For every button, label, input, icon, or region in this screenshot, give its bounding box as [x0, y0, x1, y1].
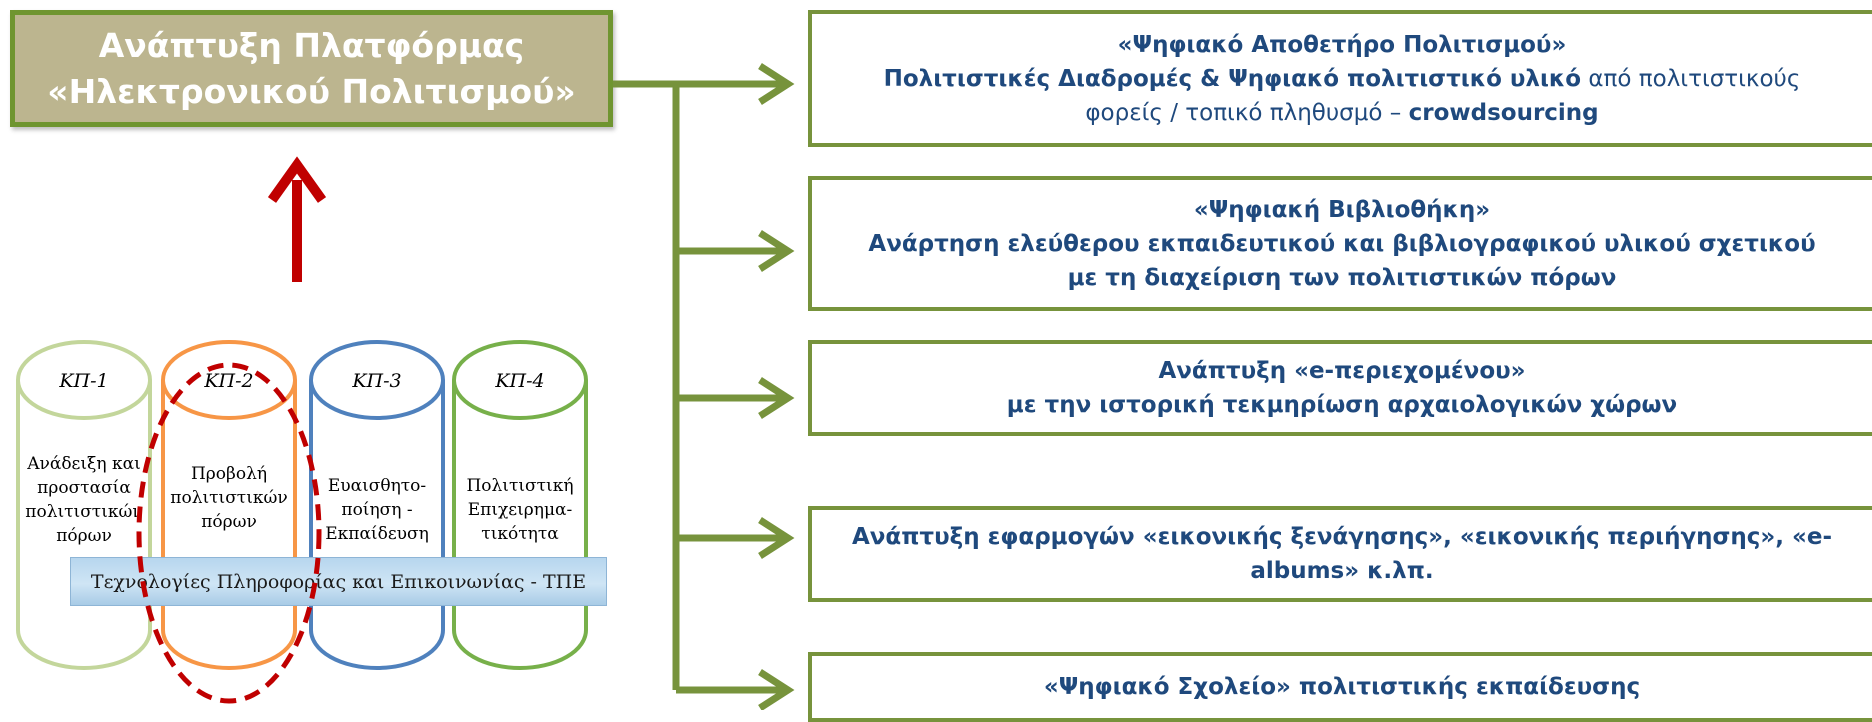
output-box-digital-library: «Ψηφιακή Βιβλιοθήκη» Ανάρτηση ελεύθερου …	[808, 176, 1872, 311]
cylinder-kp4-text-line: Επιχειρημα-	[467, 500, 573, 520]
box2-line3: με τη διαχείριση των πολιτιστικών πόρων	[1067, 264, 1617, 291]
highlight-ellipse	[136, 362, 322, 704]
cylinder-kp3-text-line: Εκπαίδευση	[325, 524, 429, 544]
box1-bold-end: crowdsourcing	[1408, 99, 1599, 126]
cylinder-kp2-text: Προβολή πολιτιστικών πόρων	[163, 462, 295, 534]
cylinder-kp3-label: ΚΠ-3	[351, 370, 401, 392]
box1-title: «Ψηφιακό Αποθετήρο Πολιτισμού»	[1117, 31, 1567, 58]
box5-title: «Ψηφιακό Σχολείο» πολιτιστικής εκπαίδευσ…	[1043, 674, 1641, 700]
box1-bold-part: Πολιτιστικές Διαδρομές & Ψηφιακό πολιτισ…	[883, 65, 1582, 92]
green-arrowheads	[758, 63, 795, 710]
cylinder-kp1-text-line: προστασία	[37, 478, 131, 498]
ict-band: Τεχνολογίες Πληροφορίας και Επικοινωνίας…	[70, 557, 607, 606]
output-box-e-content: Ανάπτυξη «e-περιεχομένου» με την ιστορικ…	[808, 340, 1872, 436]
output-box-virtual-tours: Ανάπτυξη εφαρμογών «εικονικής ξενάγησης»…	[808, 506, 1872, 602]
cylinder-kp1-text-line: πόρων	[56, 526, 112, 546]
box2-title: «Ψηφιακή Βιβλιοθήκη»	[1193, 196, 1491, 223]
cylinder-kp1-text: Ανάδειξη και προστασία πολιτιστικών πόρω…	[18, 452, 150, 548]
box3-title: Ανάπτυξη «e-περιεχομένου»	[1158, 358, 1526, 384]
output-box-digital-school: «Ψηφιακό Σχολείο» πολιτιστικής εκπαίδευσ…	[808, 652, 1872, 722]
box4-line1: Ανάπτυξη εφαρμογών «εικονικής ξενάγησης»…	[851, 524, 1833, 550]
cylinder-kp1-label: ΚΠ-1	[58, 370, 108, 392]
green-connectors	[613, 80, 788, 694]
box1-normal-part1: από πολιτιστικούς	[1581, 65, 1801, 92]
cylinder-kp2-text-line: πολιτιστικών	[170, 488, 288, 508]
cylinder-kp4-text: Πολιτιστική Επιχειρημα- τικότητα	[454, 474, 586, 546]
cylinder-kp1-text-line: πολιτιστικών	[25, 502, 143, 522]
box1-line3: φορείς / τοπικό πληθυσμό – crowdsourcing	[812, 96, 1872, 130]
cylinder-kp4-label: ΚΠ-4	[494, 370, 544, 392]
platform-title-line1: Ανάπτυξη Πλατφόρμας	[98, 25, 525, 65]
box1-normal-part2: φορείς / τοπικό πληθυσμό –	[1085, 99, 1409, 126]
cylinder-kp3-text-line: Ευαισθητο-	[327, 476, 427, 496]
platform-box: Ανάπτυξη Πλατφόρμας «Ηλεκτρονικού Πολιτι…	[10, 10, 613, 127]
box4-line2: albums» κ.λπ.	[1250, 558, 1434, 584]
up-arrow	[267, 156, 327, 282]
cylinder-kp4-text-line: Πολιτιστική	[466, 476, 574, 496]
cylinder-kp1-text-line: Ανάδειξη και	[27, 454, 141, 474]
box2-line2: Ανάρτηση ελεύθερου εκπαιδευτικού και βιβ…	[868, 230, 1816, 257]
output-box-digital-repository: «Ψηφιακό Αποθετήρο Πολιτισμού» Πολιτιστι…	[808, 10, 1872, 147]
cylinder-kp2-label: ΚΠ-2	[203, 370, 253, 392]
cylinder-kp3-text: Ευαισθητο- ποίηση - Εκπαίδευση	[311, 474, 443, 546]
platform-title-line2: «Ηλεκτρονικού Πολιτισμού»	[47, 71, 576, 111]
box1-line2: Πολιτιστικές Διαδρομές & Ψηφιακό πολιτισ…	[812, 62, 1872, 96]
cylinder-kp4-text-line: τικότητα	[481, 524, 559, 544]
cylinder-kp2-text-line: Προβολή	[190, 464, 268, 484]
cylinder-kp2-text-line: πόρων	[201, 512, 257, 532]
box3-line2: με την ιστορική τεκμηρίωση αρχαιολογικών…	[1006, 392, 1678, 418]
cylinder-kp3-text-line: ποίηση -	[341, 500, 413, 520]
